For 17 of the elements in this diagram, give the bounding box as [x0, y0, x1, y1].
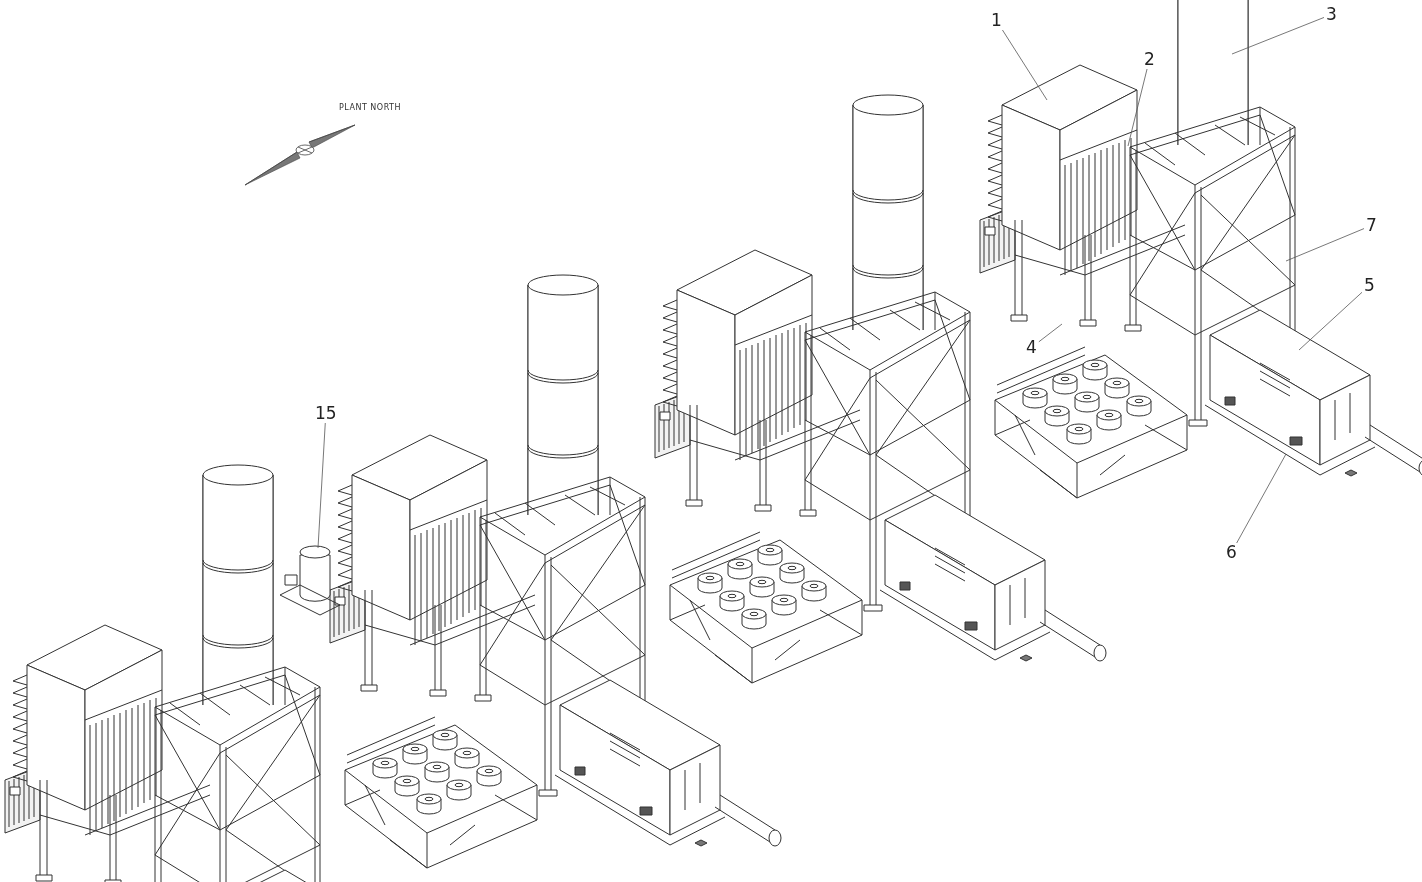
leader-line: [1127, 68, 1148, 147]
leader-line: [1285, 228, 1365, 262]
leader-line: [1298, 291, 1363, 351]
callout-number: 4: [1024, 338, 1039, 357]
leader-line: [1236, 453, 1287, 544]
callout-number: 6: [1224, 543, 1239, 562]
north-label: PLANT NORTH: [339, 103, 401, 112]
leader-line: [1038, 323, 1063, 343]
leader-line: [317, 422, 326, 549]
callout-number: 15: [313, 404, 339, 423]
callout-number: 7: [1364, 216, 1379, 235]
callout-number: 2: [1142, 50, 1157, 69]
callout-number: 1: [989, 11, 1004, 30]
callout-number: 5: [1362, 276, 1377, 295]
leader-line: [1231, 17, 1325, 55]
leader-line: [1002, 29, 1048, 101]
callout-number: 3: [1324, 5, 1339, 24]
